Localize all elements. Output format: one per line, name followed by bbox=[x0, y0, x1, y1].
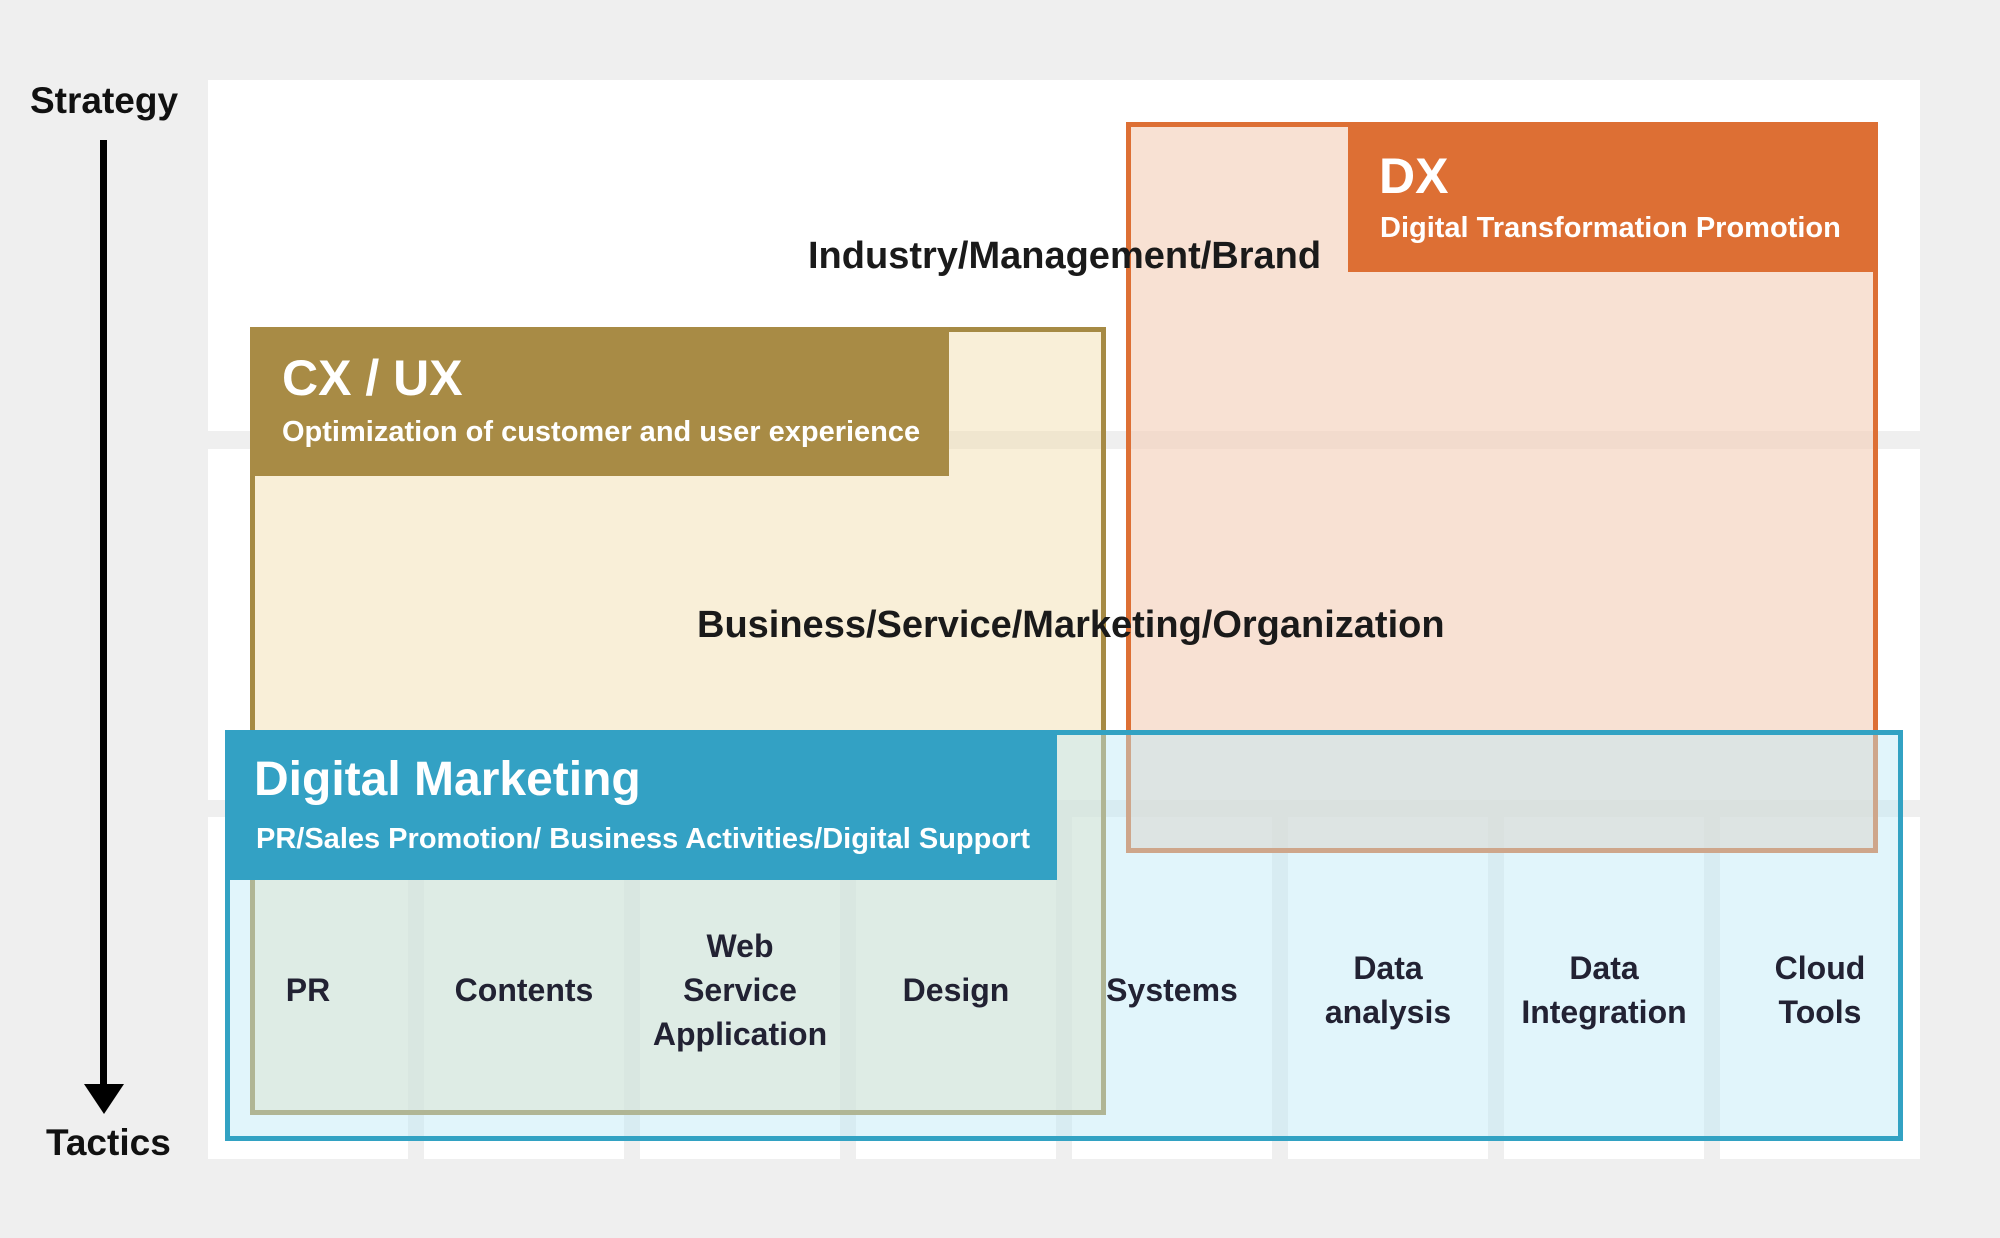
cx-ux-title: CX / UX bbox=[282, 350, 463, 406]
dx-header bbox=[1348, 122, 1878, 272]
digital-marketing-title: Digital Marketing bbox=[254, 753, 641, 806]
tool-column bbox=[1504, 817, 1704, 1159]
tool-design: Design bbox=[902, 972, 1010, 1008]
tool-column bbox=[1288, 817, 1488, 1159]
cx-ux-header bbox=[250, 327, 949, 476]
digital-marketing-subtitle: PR/Sales Promotion/ Business Activities/… bbox=[256, 823, 1031, 855]
tool-contents: Contents bbox=[454, 972, 594, 1008]
axis-arrow-line bbox=[100, 140, 107, 1088]
dx-title: DX bbox=[1379, 148, 1449, 204]
layer-title-top: Industry/Management/Brand bbox=[808, 235, 1322, 277]
tool-column bbox=[1720, 817, 1920, 1159]
axis-label-strategy: Strategy bbox=[30, 80, 179, 121]
tool-systems: Systems bbox=[1106, 972, 1238, 1008]
dx-subtitle: Digital Transformation Promotion bbox=[1380, 212, 1841, 244]
axis-label-tactics: Tactics bbox=[46, 1122, 171, 1163]
tool-pr: PR bbox=[285, 972, 331, 1008]
digital-marketing-header bbox=[225, 730, 1057, 880]
cx-ux-subtitle: Optimization of customer and user experi… bbox=[282, 416, 921, 448]
axis-arrow-head bbox=[84, 1084, 124, 1114]
layer-title-middle: Business/Service/Marketing/Organization bbox=[697, 604, 1445, 646]
